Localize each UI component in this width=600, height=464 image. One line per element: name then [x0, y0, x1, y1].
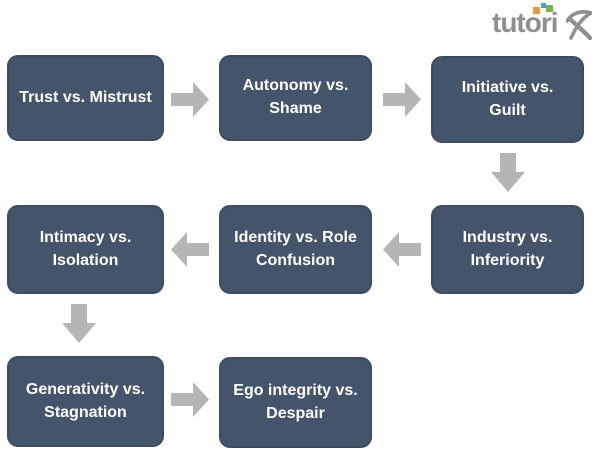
blue-square-dot-icon	[541, 3, 546, 8]
stage-label: Initiative vs. Guilt	[461, 78, 554, 119]
stage-label: Intimacy vs. Isolation	[39, 228, 132, 269]
orange-square-dot-icon	[533, 7, 540, 14]
logo-x-swoosh-icon	[566, 10, 592, 40]
tutorix-logo: tutori	[492, 2, 598, 42]
stage-box-ego-integrity-vs-despair: Ego integrity vs. Despair	[219, 357, 372, 448]
stage-box-intimacy-vs-isolation: Intimacy vs. Isolation	[7, 205, 164, 294]
stage-label: Ego integrity vs. Despair	[233, 381, 358, 422]
stage-box-industry-vs-inferiority: Industry vs. Inferiority	[431, 205, 584, 294]
stage-box-autonomy-vs-shame: Autonomy vs. Shame	[219, 55, 372, 141]
green-square-dot-icon	[546, 5, 553, 12]
arrow-right-icon	[171, 382, 209, 417]
stage-label: Identity vs. Role Confusion	[234, 228, 357, 269]
arrow-right-icon	[383, 82, 421, 117]
arrow-down-icon	[491, 153, 525, 192]
arrow-left-icon	[171, 232, 209, 267]
stage-label: Industry vs. Inferiority	[462, 228, 553, 269]
stage-box-identity-vs-role-confusion: Identity vs. Role Confusion	[219, 205, 372, 294]
stage-box-initiative-vs-guilt: Initiative vs. Guilt	[431, 56, 584, 143]
arrow-left-icon	[383, 232, 421, 267]
stage-box-generativity-vs-stagnation: Generativity vs. Stagnation	[7, 356, 164, 447]
stage-label: Autonomy vs. Shame	[242, 77, 349, 117]
stage-box-trust-vs-mistrust: Trust vs. Mistrust	[7, 55, 164, 141]
stage-label: Trust vs. Mistrust	[19, 88, 152, 106]
stage-label: Generativity vs. Stagnation	[25, 380, 146, 421]
logo-brand-text: tutori	[492, 7, 559, 38]
arrow-down-icon	[62, 304, 96, 343]
arrow-right-icon	[171, 82, 209, 117]
